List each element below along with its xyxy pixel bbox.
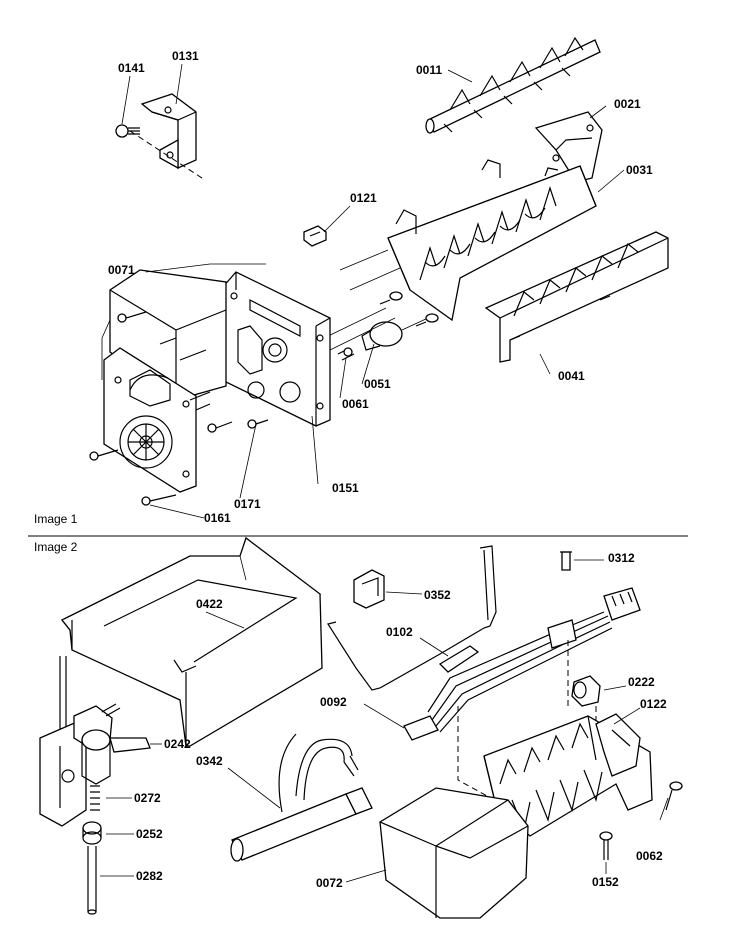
label-0131: 0131 [172,49,199,63]
label-0222: 0222 [628,675,655,689]
part-0062-screw [659,781,683,821]
part-0282-tube [87,846,134,915]
part-0072-cover [345,787,529,919]
pins-set [379,291,439,327]
label-0352: 0352 [424,588,451,602]
part-0352-clip [353,569,423,609]
guide-lines [457,640,597,803]
part-0342-fill-tube [227,733,373,862]
section-label-image-1: Image 1 [34,512,78,526]
label-0151: 0151 [332,481,359,495]
label-0422: 0422 [196,597,223,611]
part-0021-stripper [534,111,603,183]
label-0072: 0072 [316,876,343,890]
part-0011-ejector [425,36,601,134]
part-0242-valve [39,656,162,827]
label-0011: 0011 [416,63,442,77]
part-0222-clip [571,675,627,707]
label-0051: 0051 [364,377,391,391]
image-1-section: 0141 0131 0011 0021 0031 0121 0071 0051 … [34,36,669,526]
label-0342: 0342 [196,754,223,768]
part-0031-mold [339,159,597,322]
label-0242: 0242 [164,737,191,751]
label-0152: 0152 [592,875,619,889]
part-0092-harness [363,587,641,741]
leader-0422 [205,611,245,629]
label-0092: 0092 [320,695,347,709]
label-0062: 0062 [636,849,663,863]
label-0282: 0282 [136,869,163,883]
part-0252-nut [82,821,134,845]
label-0122: 0122 [640,697,667,711]
part-0141-screw [115,124,140,138]
label-0161: 0161 [204,511,231,525]
part-0051-thermostat [361,317,429,351]
screw-set-image-1 [89,311,269,506]
label-0021: 0021 [614,97,641,111]
part-0071-motor-housing [101,263,266,493]
image-2-section: Image 2 [34,536,683,919]
label-0252: 0252 [136,827,163,841]
part-0312-screw [560,551,604,571]
label-0171: 0171 [234,497,261,511]
leader-lines-image-1 [121,63,625,519]
label-0272: 0272 [134,791,161,805]
label-0102: 0102 [386,625,413,639]
part-0041-cover [484,231,669,363]
part-0152-screw [599,831,613,874]
shaft-lines [319,307,396,351]
part-0122-icemaker [483,707,653,837]
label-0061: 0061 [342,397,369,411]
label-0031: 0031 [626,163,653,177]
label-0071: 0071 [108,263,135,277]
part-0272-spring [90,785,132,811]
part-0131-bracket [129,93,206,181]
part-0061-pin [337,347,355,361]
part-0121-clip [303,225,327,247]
label-0141: 0141 [118,61,145,75]
part-0422-ice-bin [60,536,323,747]
part-0102-heater [327,545,497,691]
part-0151-mounting-plate [221,271,331,427]
label-0121: 0121 [350,191,377,205]
section-label-image-2: Image 2 [34,540,78,554]
label-0041: 0041 [558,369,585,383]
label-0312: 0312 [608,551,635,565]
